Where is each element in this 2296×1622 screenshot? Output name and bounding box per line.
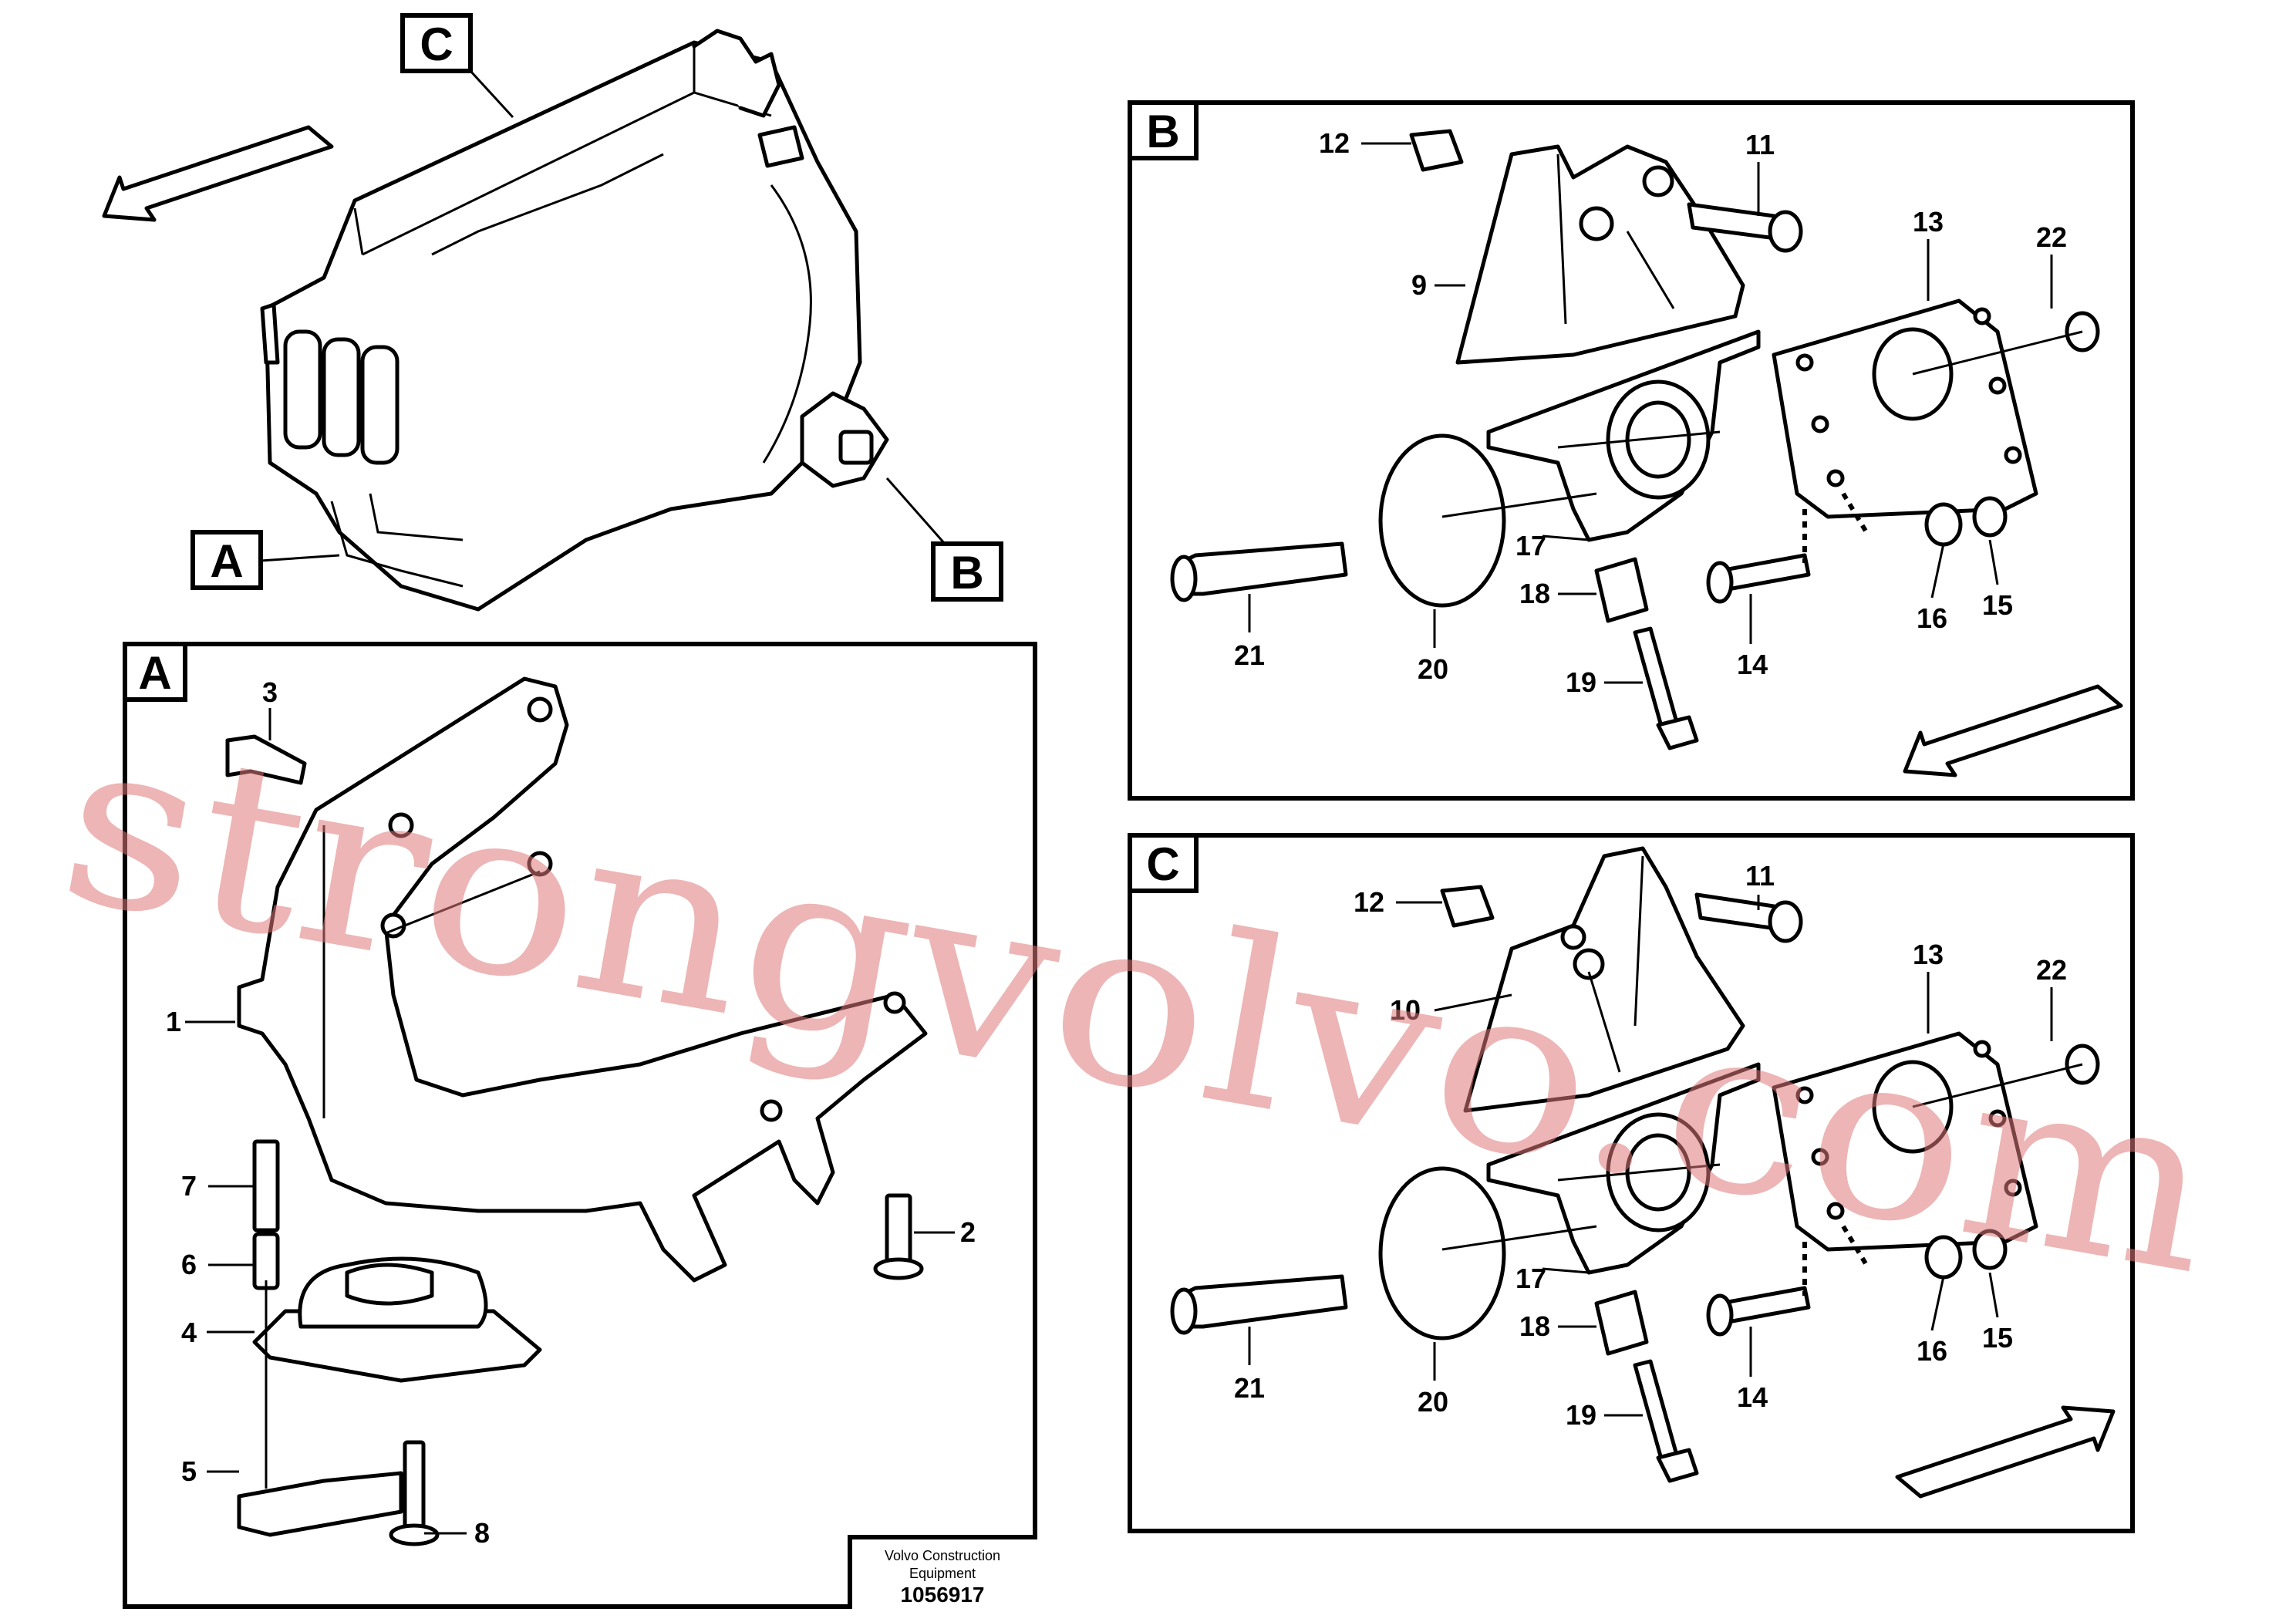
part-label-16: 16 — [1917, 602, 1947, 634]
part-label-2: 2 — [960, 1216, 976, 1248]
part-label-21: 21 — [1234, 639, 1265, 671]
part-label-8: 8 — [474, 1517, 490, 1549]
part-label-13: 13 — [1913, 939, 1944, 970]
part-label-11: 11 — [1745, 860, 1775, 892]
panel-b-letter: B — [1146, 106, 1179, 157]
part-label-19: 19 — [1566, 1399, 1596, 1431]
direction-arrow-icon — [102, 125, 334, 222]
engine-overview: C A B — [102, 13, 1003, 612]
panel-c-assembly — [1170, 846, 2116, 1499]
part-label-20: 20 — [1418, 1386, 1448, 1418]
overview-callout-b: B — [950, 547, 983, 599]
part-label-11: 11 — [1745, 129, 1775, 160]
part-label-22: 22 — [2036, 221, 2067, 253]
part-label-18: 18 — [1519, 1310, 1550, 1342]
overview-callout-c: C — [420, 19, 453, 70]
panel-b-assembly — [1170, 129, 2123, 777]
panel-a-letter: A — [138, 647, 171, 699]
part-label-9: 9 — [1411, 269, 1427, 301]
part-label-14: 14 — [1737, 1381, 1768, 1413]
part-label-17: 17 — [1515, 1263, 1546, 1294]
part-label-4: 4 — [181, 1317, 197, 1348]
part-label-10: 10 — [1390, 994, 1421, 1026]
part-label-1: 1 — [166, 1006, 181, 1037]
part-label-21: 21 — [1234, 1372, 1265, 1404]
part-label-18: 18 — [1519, 578, 1550, 609]
part-label-7: 7 — [181, 1170, 197, 1202]
panel-c: C — [1128, 833, 2135, 1533]
panel-a: A 3 1 7 6 4 — [123, 642, 1037, 1609]
engine-block — [264, 40, 862, 612]
part-label-14: 14 — [1737, 649, 1768, 680]
footer-company-line2: Equipment — [909, 1566, 976, 1581]
part-label-20: 20 — [1418, 653, 1448, 685]
part-label-19: 19 — [1566, 666, 1596, 698]
panel-c-letter: C — [1146, 838, 1179, 890]
direction-arrow-icon — [1895, 1405, 2116, 1499]
part-label-15: 15 — [1982, 1322, 2013, 1354]
footer-drawing-number: 1056917 — [900, 1583, 984, 1607]
part-label-5: 5 — [181, 1455, 197, 1487]
part-label-13: 13 — [1913, 206, 1944, 238]
part-label-12: 12 — [1319, 127, 1350, 159]
panel-b: B — [1128, 100, 2135, 801]
overview-callout-a: A — [210, 535, 243, 587]
part-label-15: 15 — [1982, 589, 2013, 621]
part-label-17: 17 — [1515, 530, 1546, 561]
part-label-22: 22 — [2036, 954, 2067, 986]
part-label-16: 16 — [1917, 1335, 1947, 1367]
direction-arrow-icon — [1903, 684, 2123, 777]
part-label-12: 12 — [1354, 886, 1384, 918]
part-label-3: 3 — [262, 676, 278, 708]
watermark-text: strongvolvo.com — [45, 683, 2234, 1326]
part-label-6: 6 — [181, 1249, 197, 1280]
footer-company-line1: Volvo Construction — [885, 1548, 1000, 1563]
